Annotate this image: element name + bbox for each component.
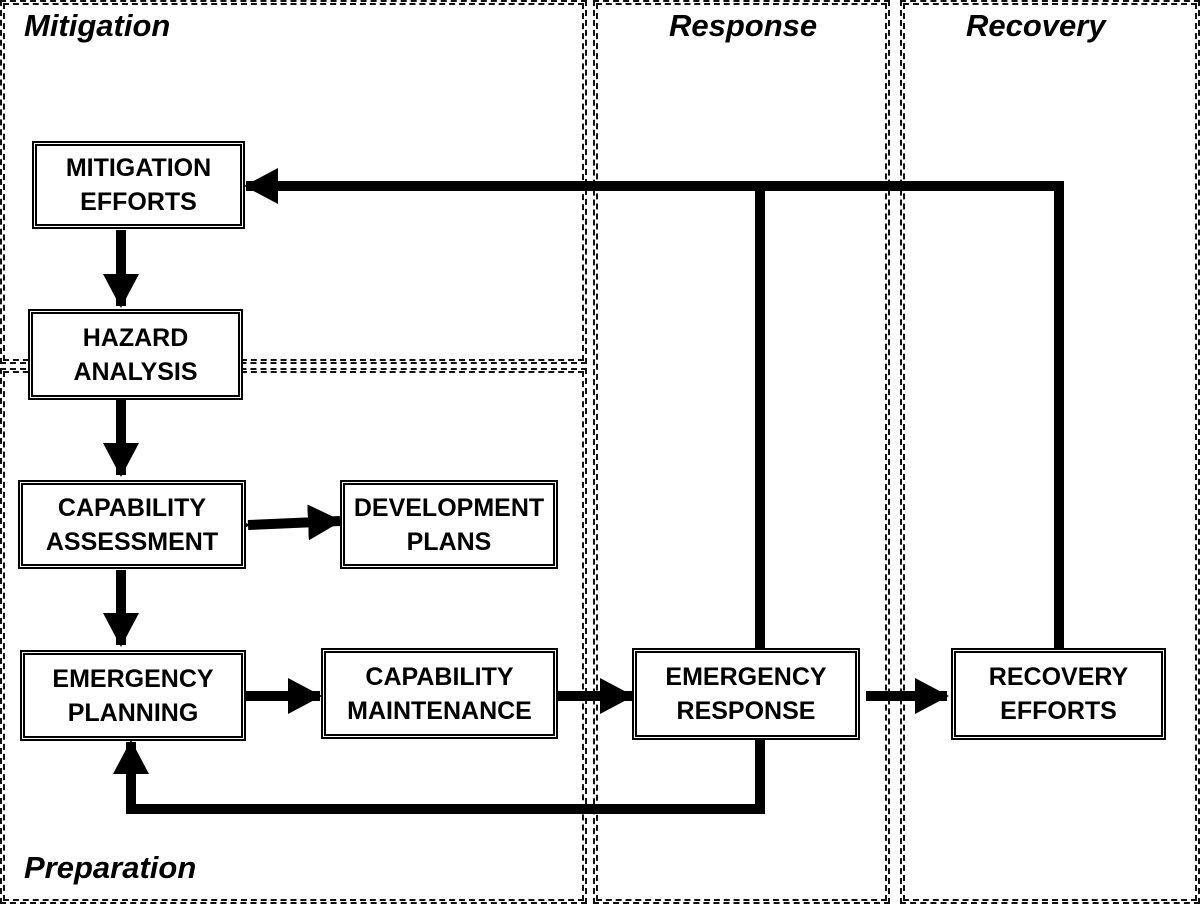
- emergency-response-line-1: EMERGENCY: [665, 663, 827, 691]
- arrow-recovery-to-mitigation: [244, 168, 1064, 648]
- capability-assessment-line-2: ASSESSMENT: [45, 527, 219, 556]
- capability-maintenance-box: CAPABILITY MAINTENANCE: [321, 648, 558, 739]
- hazard-analysis-line-2: ANALYSIS: [73, 357, 198, 386]
- recovery-phase-label: Recovery: [966, 8, 1106, 43]
- development-plans-box: DEVELOPMENT PLANS: [340, 480, 558, 569]
- recovery-phase-frame: [900, 0, 1200, 904]
- arrow-response-to-emergency-planning: [113, 740, 765, 814]
- capability-assessment-box: CAPABILITY ASSESSMENT: [18, 480, 246, 569]
- capability-maintenance-line-1: CAPABILITY: [365, 662, 514, 691]
- response-phase-frame: [593, 0, 890, 904]
- arrow-assessment-development-bidirectional: [215, 504, 342, 545]
- emergency-response-box: EMERGENCY RESPONSE: [632, 648, 860, 740]
- preparation-phase-frame: [0, 368, 587, 904]
- recovery-efforts-line-1: RECOVERY: [988, 663, 1129, 691]
- emergency-planning-line-2: PLANNING: [67, 698, 199, 727]
- development-plans-line-1: DEVELOPMENT: [353, 493, 545, 522]
- mitigation-efforts-line-2: EFFORTS: [80, 188, 197, 216]
- hazard-analysis-box: HAZARD ANALYSIS: [28, 309, 243, 400]
- recovery-efforts-line-2: EFFORTS: [1000, 697, 1117, 725]
- response-phase-label: Response: [669, 8, 818, 43]
- preparation-phase-label: Preparation: [24, 850, 197, 885]
- mitigation-phase-label: Mitigation: [24, 8, 171, 43]
- capability-maintenance-line-2: MAINTENANCE: [347, 696, 532, 725]
- emergency-planning-box: EMERGENCY PLANNING: [20, 650, 246, 741]
- hazard-analysis-line-1: HAZARD: [82, 323, 189, 352]
- mitigation-efforts-box: MITIGATION EFFORTS: [32, 141, 245, 229]
- recovery-efforts-box: RECOVERY EFFORTS: [951, 648, 1166, 740]
- capability-assessment-line-1: CAPABILITY: [57, 493, 207, 522]
- emergency-planning-line-1: EMERGENCY: [52, 664, 214, 693]
- mitigation-efforts-line-1: MITIGATION: [65, 154, 212, 182]
- development-plans-line-2: PLANS: [406, 527, 492, 556]
- emergency-response-line-2: RESPONSE: [676, 697, 816, 725]
